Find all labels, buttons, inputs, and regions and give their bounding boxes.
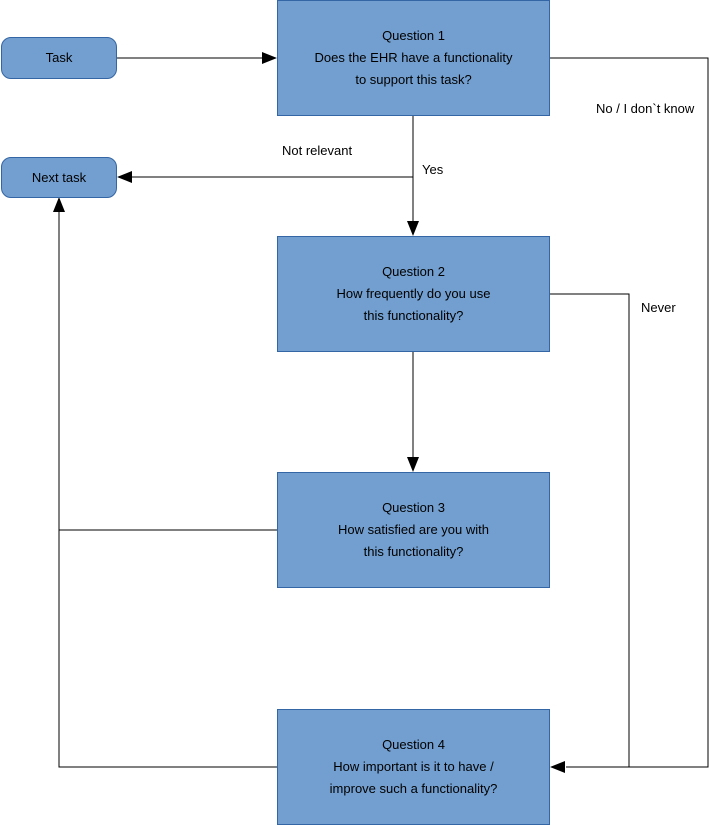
- edge-q4-to-next-task: [58, 530, 277, 768]
- edge-q1-to-q4: [550, 57, 709, 768]
- question-3-title: Question 3: [382, 500, 445, 515]
- task-node-label: Task: [45, 50, 73, 65]
- next-task-node: Next task: [1, 157, 117, 198]
- question-4-node: Question 4 How important is it to have /…: [277, 709, 550, 825]
- edge-q2-to-q4: [550, 293, 630, 767]
- question-3-text-line-2: this functionality?: [363, 544, 464, 559]
- edge-label-not-relevant: Not relevant: [282, 143, 353, 158]
- question-4-text-line-2: improve such a functionality?: [329, 781, 498, 796]
- arrowhead-next-task-right: [117, 171, 132, 183]
- arrowhead-q4-right: [550, 761, 565, 773]
- arrowhead-q3-top: [407, 457, 419, 472]
- edge-label-never: Never: [641, 300, 676, 315]
- arrowhead-q2-top: [407, 221, 419, 236]
- question-2-text-line-2: this functionality?: [363, 308, 464, 323]
- question-3-node: Question 3 How satisfied are you with th…: [277, 472, 550, 588]
- question-1-title: Question 1: [382, 28, 445, 43]
- edge-label-no-dont-know: No / I don`t know: [596, 101, 695, 116]
- edge-label-yes: Yes: [422, 162, 444, 177]
- question-4-text-line-1: How important is it to have /: [333, 759, 494, 774]
- next-task-node-label: Next task: [31, 169, 87, 185]
- task-node: Task: [1, 37, 117, 79]
- question-3-text-line-1: How satisfied are you with: [337, 522, 489, 537]
- question-1-text-line-1: Does the EHR have a functionality: [314, 50, 513, 65]
- arrowhead-q1-left: [262, 52, 277, 64]
- question-2-text-line-1: How frequently do you use: [336, 286, 491, 301]
- question-1-text-line-2: to support this task?: [355, 72, 472, 87]
- question-1-node: Question 1 Does the EHR have a functiona…: [277, 0, 550, 116]
- question-2-title: Question 2: [382, 264, 445, 279]
- question-4-title: Question 4: [382, 737, 445, 752]
- question-2-node: Question 2 How frequently do you use thi…: [277, 236, 550, 352]
- arrowhead-next-task-bottom: [53, 197, 65, 212]
- edge-q3-to-next-task: [58, 212, 277, 531]
